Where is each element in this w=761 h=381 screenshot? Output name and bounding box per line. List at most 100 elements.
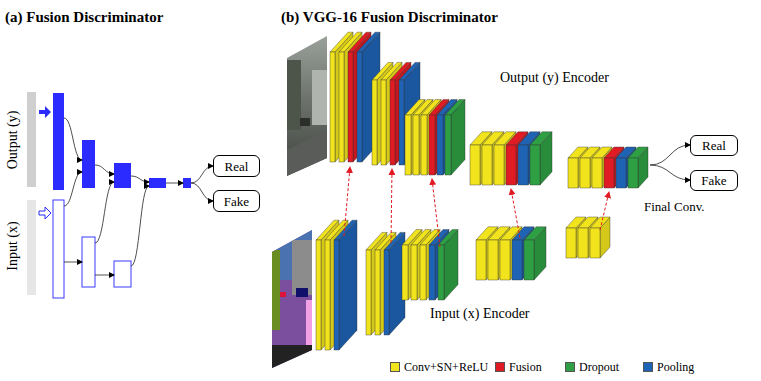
input-layer — [53, 200, 64, 298]
flow-curve — [650, 145, 690, 165]
fusion-arrow — [391, 169, 392, 243]
slab-front — [357, 52, 362, 162]
slab-front — [470, 145, 480, 185]
slab-front — [325, 240, 330, 350]
car — [300, 118, 310, 126]
legend-text: Conv+SN+ReLU — [404, 361, 488, 373]
seg-void — [272, 345, 312, 370]
output-layer — [53, 93, 64, 190]
photo-detail — [287, 60, 327, 176]
slab-front — [512, 240, 522, 280]
axis-label: Input (x) — [6, 221, 20, 270]
seg-building — [292, 240, 312, 295]
slab-front — [421, 115, 427, 175]
output-box: Fake — [213, 190, 260, 212]
layer-slab — [524, 227, 546, 280]
slab-side — [339, 220, 357, 350]
slab-shade — [339, 220, 357, 350]
fusion-arrow — [511, 189, 520, 238]
slab-top — [438, 230, 458, 245]
slab-front — [411, 245, 417, 300]
slab-front — [628, 158, 638, 188]
slab-front — [524, 240, 534, 280]
slab-front — [334, 240, 339, 350]
output-layer — [114, 163, 131, 188]
road — [287, 130, 327, 176]
flow-curve — [64, 262, 82, 263]
legend-text: Dropout — [579, 361, 619, 373]
slab-front — [438, 245, 444, 300]
box-label: Real — [225, 160, 249, 173]
tree — [287, 60, 301, 130]
box-label: Real — [702, 139, 726, 152]
slab-top — [399, 62, 420, 80]
panel-a-figure — [27, 92, 191, 298]
encoder-label: Output (y) Encoder — [500, 70, 609, 85]
seg-detail — [272, 228, 312, 370]
slab-top — [530, 132, 552, 145]
flow-curve — [95, 182, 114, 243]
slab-front — [399, 80, 404, 165]
slab-top — [628, 147, 648, 158]
output-box: Fake — [690, 170, 738, 191]
slab-front — [445, 115, 451, 175]
flow-curve — [131, 176, 149, 182]
flow-curve — [95, 275, 114, 276]
slab-top — [590, 217, 610, 228]
slab-front — [592, 158, 602, 188]
photo-frame — [287, 36, 327, 176]
flow-curve — [191, 183, 213, 201]
slab-front — [330, 52, 335, 162]
slab-front — [604, 158, 614, 188]
flow-curve — [191, 166, 213, 183]
flow-curve — [650, 165, 690, 180]
legend-swatch — [565, 362, 575, 372]
output-box: Real — [213, 155, 260, 177]
legend-swatch — [643, 362, 653, 372]
fusion-arrow — [432, 179, 440, 247]
output-layer — [183, 178, 191, 188]
box-label: Fake — [224, 195, 249, 208]
slab-front — [384, 250, 389, 335]
slab-front — [405, 115, 411, 175]
fusion-arrow — [344, 167, 350, 236]
layer-slab — [334, 220, 357, 350]
slab-front — [494, 145, 504, 185]
output-arrow — [39, 106, 51, 118]
slab-front — [316, 240, 321, 350]
encoder-label: Input (x) Encoder — [430, 306, 530, 321]
slab-top — [524, 227, 546, 240]
output-photo — [287, 36, 327, 176]
slab-front — [482, 145, 492, 185]
input-layer — [82, 237, 95, 287]
slab-front — [568, 158, 578, 188]
slab-front — [339, 52, 344, 162]
slab-front — [372, 80, 377, 165]
output-layer — [82, 140, 95, 188]
layer-slab — [530, 132, 552, 185]
slab-front — [518, 145, 528, 185]
axis-label: Output (y) — [6, 111, 20, 170]
slab-front — [580, 158, 590, 188]
slab-front — [413, 115, 419, 175]
slab-front — [578, 228, 588, 258]
flow-curve — [64, 172, 82, 206]
seg-sidewalk — [306, 300, 312, 350]
input-arrow — [39, 207, 51, 219]
legend-text: Fusion — [509, 361, 542, 373]
generated-figure — [64, 32, 690, 350]
slab-front — [506, 145, 516, 185]
slab-front — [500, 240, 510, 280]
slab-front — [429, 115, 435, 175]
legend-swatch — [390, 362, 400, 372]
seg-person — [280, 292, 286, 297]
flow-curve — [131, 186, 149, 266]
flow-curve — [95, 165, 114, 174]
slab-front — [616, 158, 626, 188]
slab-front — [420, 245, 426, 300]
input-segmentation — [272, 228, 312, 370]
legend-text: Pooling — [657, 361, 694, 373]
slab-front — [590, 228, 600, 258]
seg-vegetation — [272, 250, 280, 330]
